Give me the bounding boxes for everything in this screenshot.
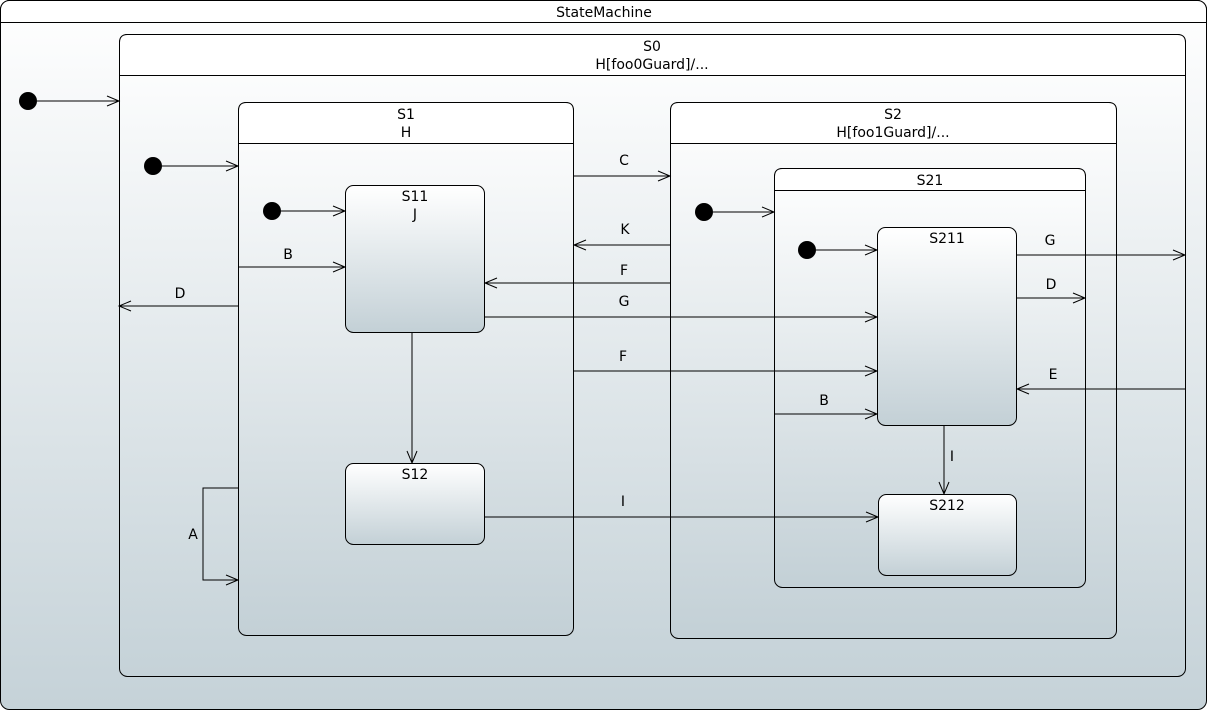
initial-pseudostate-s1: [263, 202, 281, 220]
transition-c[interactable]: C: [574, 153, 672, 182]
transition-d-s211-to-s21[interactable]: D: [1017, 277, 1087, 304]
state-s211-name: S211: [929, 231, 965, 247]
transition-d-s1-to-s0[interactable]: D: [117, 286, 238, 312]
state-s1[interactable]: S1 H: [238, 102, 574, 636]
initial-pseudostate-machine: [19, 92, 37, 110]
state-s11[interactable]: S11 J: [345, 185, 485, 333]
transition-g-s11-to-s211[interactable]: G: [485, 294, 879, 323]
transition-b-s1-to-s11[interactable]: B: [238, 247, 347, 273]
transition-k-label: K: [620, 222, 630, 238]
initial-pseudostate-s2: [695, 203, 713, 221]
transition-k[interactable]: K: [572, 222, 670, 251]
state-s2-history: H[foo1Guard]/...: [836, 125, 949, 141]
transition-f-s2-to-s11-label: F: [620, 263, 628, 279]
transition-d-s1-to-s0-label: D: [175, 286, 186, 302]
transition-i-s211-to-s212[interactable]: I: [938, 426, 954, 496]
state-s0-history: H[foo0Guard]/...: [595, 57, 708, 73]
state-s0-name: S0: [643, 39, 661, 55]
state-s1-history: H: [401, 125, 412, 141]
state-s11-name: S11: [402, 189, 429, 205]
initial-pseudostate-s21: [798, 241, 816, 259]
state-s21-name: S21: [917, 173, 944, 189]
transition-e-s0-to-s211[interactable]: E: [1015, 367, 1185, 395]
initial-transitions: [37, 95, 879, 256]
transition-b-s21-to-s211[interactable]: B: [774, 393, 879, 420]
transition-e-s0-to-s211-label: E: [1049, 367, 1058, 383]
transition-g-s211-to-s0[interactable]: G: [1017, 233, 1187, 261]
transition-f-s1-to-s211-label: F: [619, 349, 627, 365]
transition-g-s211-to-s0-label: G: [1045, 233, 1056, 249]
state-s212[interactable]: S212: [878, 494, 1017, 576]
transition-b-s21-to-s211-label: B: [819, 393, 829, 409]
transition-d-s211-to-s21-label: D: [1046, 277, 1057, 293]
state-s2-name: S2: [884, 107, 902, 123]
transition-i-s12-to-s212-label: I: [621, 494, 625, 510]
transition-a-self-label: A: [188, 527, 198, 543]
transition-f-s1-to-s211[interactable]: F: [574, 349, 879, 377]
transition-a-self[interactable]: A: [188, 487, 240, 586]
state-s211[interactable]: S211: [877, 227, 1017, 426]
transition-i-s12-to-s212[interactable]: I: [485, 494, 880, 523]
transition-i-s211-to-s212-label: I: [950, 449, 954, 465]
state-s11-junction: J: [412, 207, 417, 223]
transition-s11-to-s12[interactable]: [406, 333, 418, 465]
transition-b-s1-to-s11-label: B: [283, 247, 293, 263]
transition-g-s11-to-s211-label: G: [619, 294, 630, 310]
state-s1-name: S1: [397, 107, 415, 123]
state-machine-title: StateMachine: [556, 5, 652, 21]
state-s212-name: S212: [929, 498, 965, 514]
initial-pseudostate-s0: [144, 157, 162, 175]
state-s12-name: S12: [402, 467, 429, 483]
transition-f-s2-to-s11[interactable]: F: [483, 263, 670, 289]
transition-c-label: C: [619, 153, 629, 169]
state-s12[interactable]: S12: [345, 463, 485, 545]
initial-pseudostates: [19, 92, 816, 259]
